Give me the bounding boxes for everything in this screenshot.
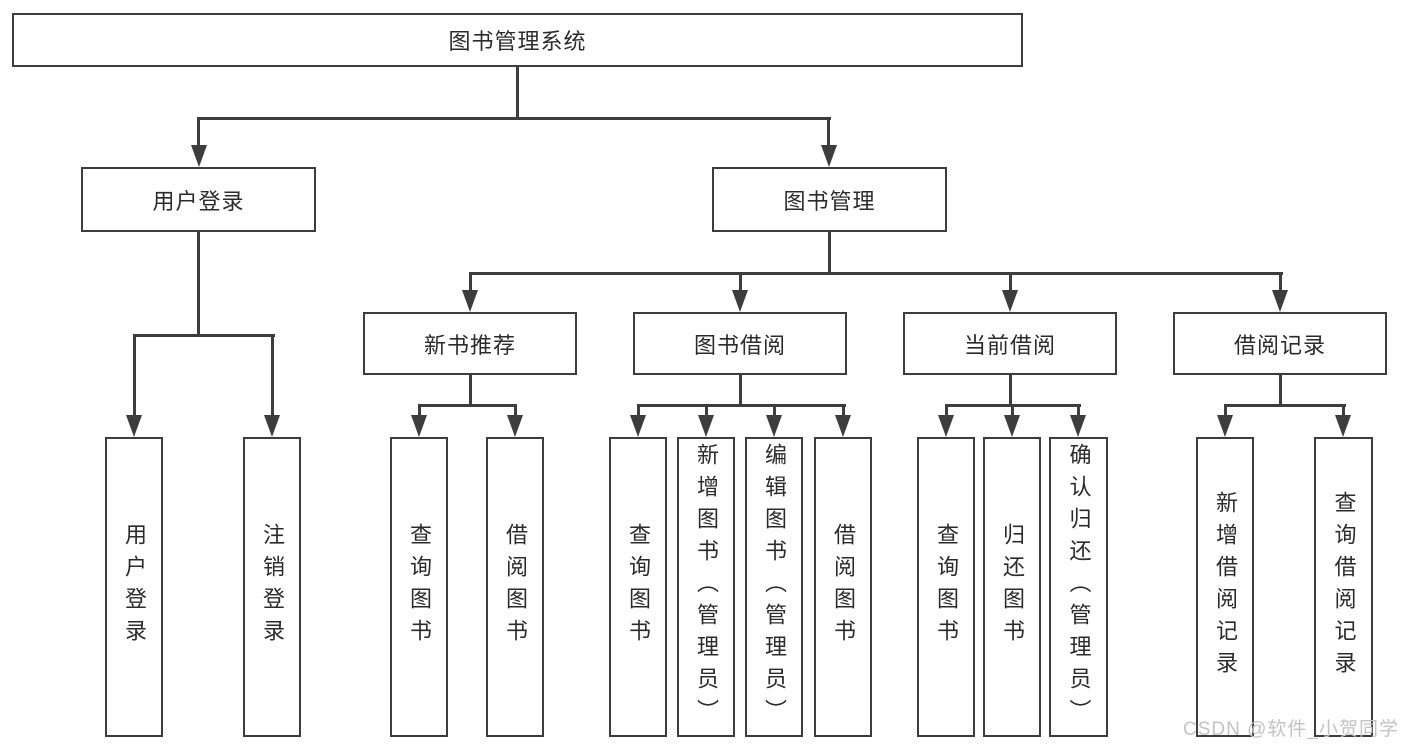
leaf-logout: 注销登录 (243, 437, 301, 737)
arrow-stem (132, 334, 136, 427)
connector-hline (417, 404, 517, 407)
arrowhead-down-icon (507, 415, 523, 437)
node-new-book-recommend: 新书推荐 (363, 312, 577, 375)
node-book-borrow: 图书借阅 (633, 312, 847, 375)
arrowhead-down-icon (264, 415, 280, 437)
node-root: 图书管理系统 (12, 13, 1023, 67)
arrowhead-down-icon (835, 415, 851, 437)
node-borrow-records: 借阅记录 (1173, 312, 1387, 375)
leaf-edit-books-admin: 编辑图书（管理员） (745, 437, 803, 737)
arrow-stem (270, 334, 274, 427)
arrow-stem (1278, 272, 1282, 302)
connector-hline (197, 117, 831, 120)
connector-vline (738, 375, 742, 407)
arrow-stem (827, 117, 830, 157)
connector-vline (196, 232, 200, 336)
connector-vline (515, 67, 519, 120)
node-book-management: 图书管理 (712, 167, 947, 232)
connector-vline (468, 375, 472, 407)
connector-vline (1278, 375, 1282, 407)
arrowhead-down-icon (126, 415, 142, 437)
connector-hline (1223, 404, 1346, 407)
connector-hline (468, 272, 1283, 275)
leaf-add-books-admin: 新增图书（管理员） (677, 437, 735, 737)
leaf-query-books-borrow: 查询图书 (609, 437, 667, 737)
arrowhead-down-icon (462, 290, 478, 312)
connector-hline (636, 404, 846, 407)
connector-vline (1008, 375, 1012, 407)
arrowhead-down-icon (1272, 290, 1288, 312)
watermark: CSDN @软件_小贺同学 (1183, 719, 1399, 740)
arrowhead-down-icon (1004, 415, 1020, 437)
leaf-user-login: 用户登录 (105, 437, 163, 737)
leaf-borrow-books: 借阅图书 (814, 437, 872, 737)
arrowhead-down-icon (411, 415, 427, 437)
leaf-borrow-books-recommend: 借阅图书 (486, 437, 544, 737)
arrowhead-down-icon (766, 415, 782, 437)
arrowhead-down-icon (820, 145, 837, 167)
arrowhead-down-icon (190, 145, 207, 167)
leaf-query-borrow-record: 查询借阅记录 (1314, 437, 1373, 737)
arrowhead-down-icon (698, 415, 714, 437)
arrow-stem (1008, 272, 1012, 302)
node-current-borrow: 当前借阅 (903, 312, 1117, 375)
connector-vline (827, 232, 831, 275)
connector-hline (132, 334, 275, 337)
leaf-query-books-current: 查询图书 (917, 437, 975, 737)
arrowhead-down-icon (1217, 415, 1233, 437)
leaf-query-books-recommend: 查询图书 (390, 437, 448, 737)
leaf-confirm-return-admin: 确认归还（管理员） (1049, 437, 1108, 737)
arrow-stem (197, 117, 200, 157)
arrowhead-down-icon (630, 415, 646, 437)
arrowhead-down-icon (1070, 415, 1086, 437)
arrowhead-down-icon (1002, 290, 1018, 312)
arrowhead-down-icon (732, 290, 748, 312)
leaf-add-borrow-record: 新增借阅记录 (1196, 437, 1254, 737)
arrowhead-down-icon (938, 415, 954, 437)
arrow-stem (738, 272, 742, 302)
arrowhead-down-icon (1335, 415, 1351, 437)
arrow-stem (468, 272, 472, 302)
node-user-login-group: 用户登录 (81, 167, 316, 232)
leaf-return-books: 归还图书 (983, 437, 1041, 737)
